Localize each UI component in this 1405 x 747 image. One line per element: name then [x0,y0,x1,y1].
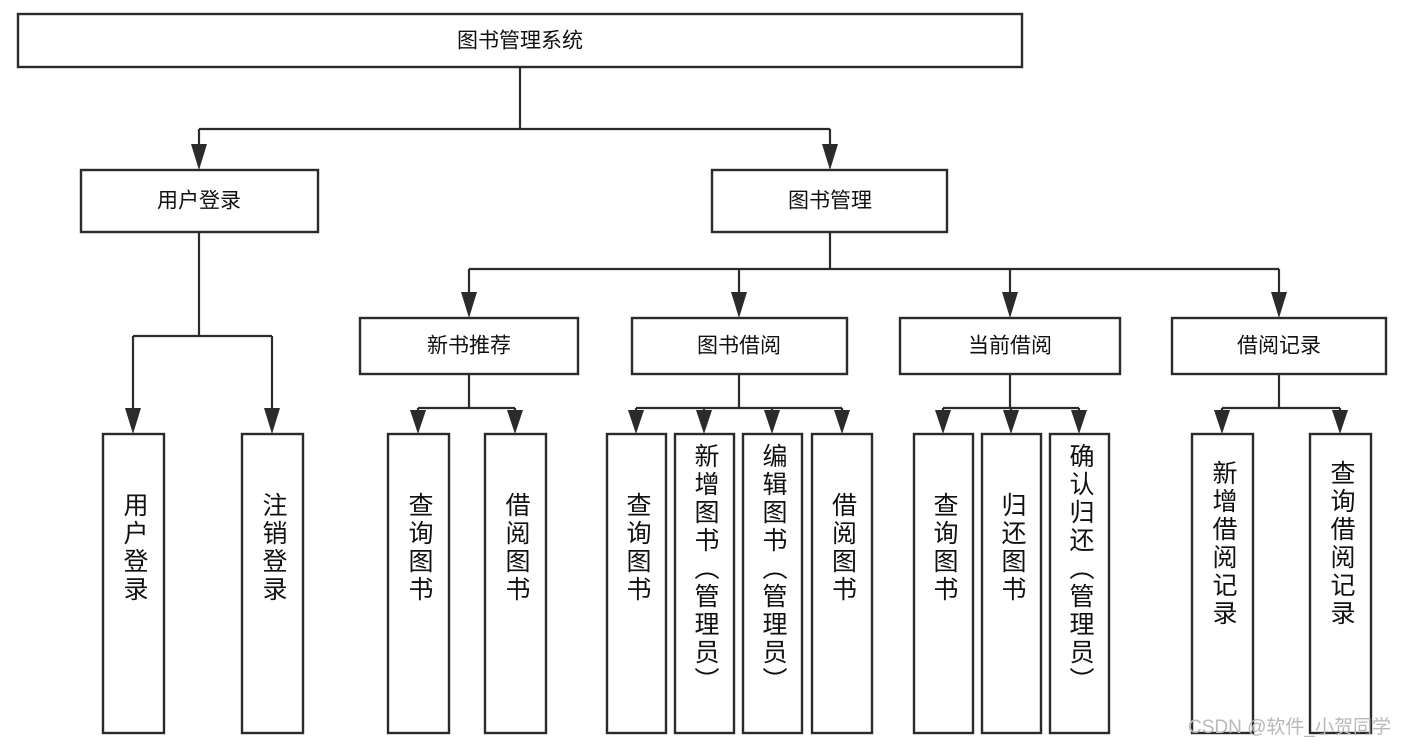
edges-layer [125,67,1348,434]
node-book-manage-box[interactable] [710,168,949,234]
node-book-borrow[interactable]: 图书借阅 [630,316,849,376]
node-current-borrow-label: 当前借阅 [968,335,1052,358]
node-leaf-edit-book-box[interactable] [741,432,804,735]
arrow-to-leaf-query-book-rec [410,410,426,434]
node-leaf-add-book-box[interactable] [673,432,736,735]
node-root-label: 图书管理系统 [457,30,583,53]
arrow-to-leaf-borrow-book-rec [507,410,523,434]
node-leaf-borrow-book-rec-box[interactable] [483,432,548,735]
arrow-to-leaf-query-book-cur [935,410,951,434]
node-leaf-user-logout-box[interactable] [240,432,305,735]
arrow-to-leaf-borrow-book-bor [834,410,850,434]
arrow-to-leaf-query-book-bor [628,410,644,434]
node-new-book-recommend-box[interactable] [358,316,580,376]
arrow-to-user-login [191,144,207,170]
node-book-borrow-box[interactable] [630,316,849,376]
arrow-to-leaf-return-book [1003,410,1019,434]
node-borrow-record-label: 借阅记录 [1237,335,1321,358]
node-leaf-query-book-cur-box[interactable] [912,432,975,735]
node-root[interactable]: 图书管理系统 [16,12,1024,69]
arrow-to-new-book-recommend [461,292,477,318]
node-leaf-query-book-bor-box[interactable] [605,432,668,735]
arrow-to-book-borrow [731,292,747,318]
arrow-to-current-borrow [1002,292,1018,318]
node-book-manage-label: 图书管理 [788,190,872,213]
csdn-watermark: CSDN @软件_小贺同学 [1188,717,1391,738]
node-book-manage[interactable]: 图书管理 [710,168,949,234]
nodes-layer: 图书管理系统 用户登录 图书管理 新书推荐 图书借阅 当前 [16,12,1388,735]
node-leaf-confirm-return-box[interactable] [1048,432,1111,735]
node-current-borrow[interactable]: 当前借阅 [898,316,1122,376]
arrow-to-leaf-confirm-return [1071,410,1087,434]
arrow-to-borrow-record [1271,292,1287,318]
node-user-login-label: 用户登录 [157,190,241,213]
arrow-to-leaf-user-login [125,408,141,434]
node-root-box[interactable] [16,12,1024,69]
node-leaf-user-login-box[interactable] [101,432,166,735]
node-user-login-box[interactable] [79,168,320,234]
arrow-to-leaf-user-logout [264,408,280,434]
node-borrow-record[interactable]: 借阅记录 [1170,316,1388,376]
node-leaf-return-book-box[interactable] [980,432,1043,735]
node-leaf-add-record-box[interactable] [1190,432,1255,735]
node-borrow-record-box[interactable] [1170,316,1388,376]
node-leaf-query-book-rec-box[interactable] [386,432,451,735]
node-new-book-recommend-label: 新书推荐 [427,335,511,358]
arrow-to-leaf-add-record [1214,410,1230,434]
arrow-to-book-manage [822,144,838,170]
arrow-to-leaf-query-record [1332,410,1348,434]
node-new-book-recommend[interactable]: 新书推荐 [358,316,580,376]
arrow-to-leaf-edit-book [764,410,780,434]
node-leaf-borrow-book-bor-box[interactable] [810,432,874,735]
node-current-borrow-box[interactable] [898,316,1122,376]
arrow-to-leaf-add-book [696,410,712,434]
node-leaf-query-record-box[interactable] [1308,432,1373,735]
node-user-login[interactable]: 用户登录 [79,168,320,234]
node-book-borrow-label: 图书借阅 [697,335,781,358]
